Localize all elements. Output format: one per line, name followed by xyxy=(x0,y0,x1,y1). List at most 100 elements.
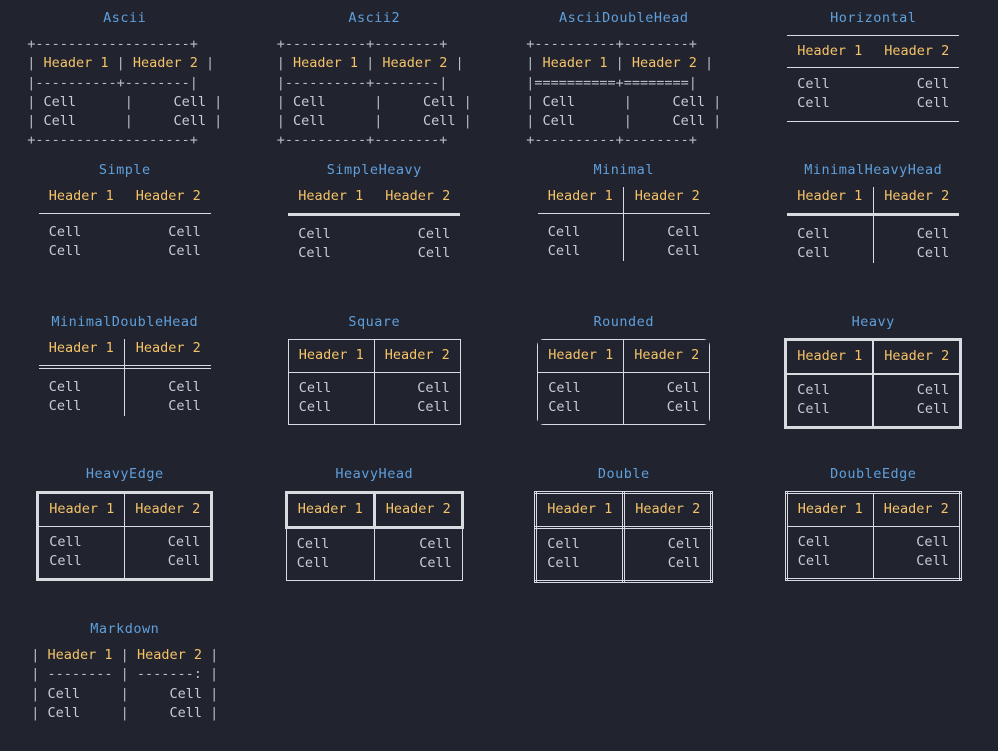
table-wrapper: +-------------------+ | Header 1 | Heade… xyxy=(0,35,250,151)
ascii-segment: Cell xyxy=(43,113,117,130)
column-header-2: Header 2 xyxy=(623,339,711,373)
ascii-segment: | xyxy=(27,113,44,130)
table-wrapper: +----------+--------+ | Header 1 | Heade… xyxy=(250,35,500,151)
ascii-segment: | xyxy=(197,55,215,72)
column-header-1: Header 1 xyxy=(534,491,626,529)
ascii-segment: | xyxy=(696,55,714,72)
ascii-segment: | xyxy=(276,55,293,72)
ascii-segment: Cell xyxy=(47,704,113,721)
column-header-2-label: Header 2 xyxy=(884,188,950,204)
ascii-segment: Cell xyxy=(640,93,706,110)
body-cell-2-label: Cell xyxy=(168,379,201,395)
ascii-segment: | xyxy=(206,113,223,130)
body-cell-2-label: Cell xyxy=(916,226,950,242)
cell-label: Cell xyxy=(296,536,330,552)
column-header-1: Header 1 xyxy=(787,187,874,216)
body-cell-2: Cell xyxy=(873,244,959,263)
body-cell-2: Cell xyxy=(374,244,460,263)
column-header-2-label: Header 2 xyxy=(635,501,701,517)
ascii-segment: |==========+========| xyxy=(526,74,697,91)
ascii-segment: Cell xyxy=(47,685,113,702)
ascii-segment: |----------+--------| xyxy=(276,74,448,91)
column-header-1: Header 1 xyxy=(537,339,625,373)
body-cell-2-label: Cell xyxy=(916,245,950,261)
body-cell-2-label: Cell xyxy=(168,398,201,414)
ascii-segment: | xyxy=(276,93,293,110)
cell-label: Cell xyxy=(417,380,450,396)
ascii-segment: | xyxy=(206,93,223,110)
column-header-1: Header 1 xyxy=(288,187,375,216)
ascii-segment: | xyxy=(31,704,48,721)
column-header-1: Header 1 xyxy=(287,339,375,373)
style-title: MinimalDoubleHead xyxy=(51,314,199,330)
ascii-segment: | xyxy=(31,647,48,663)
column-header-2-label: Header 2 xyxy=(135,340,201,356)
body-cell-1-label: Cell xyxy=(298,226,331,242)
cell-label: Cell xyxy=(547,536,580,552)
column-header-2: Header 2 xyxy=(873,187,960,216)
column-header-1-label: Header 1 xyxy=(49,501,115,517)
ascii-segment: Header 1 xyxy=(47,647,113,663)
body-cell-2-label: Cell xyxy=(667,243,700,259)
body-cell-1-label: Cell xyxy=(48,379,82,395)
style-card-ascii-double-head: AsciiDoubleHead+----------+--------+ | H… xyxy=(499,0,749,152)
column-header-1-label: Header 1 xyxy=(547,188,613,204)
column-header-2: Header 2 xyxy=(873,35,960,68)
table-header-row: Header 1 Header 2 xyxy=(787,35,960,68)
cell-label: Cell xyxy=(167,553,201,569)
ascii-segment: | xyxy=(201,685,219,702)
ascii-table-art: +----------+--------+ | Header 1 | Heade… xyxy=(526,35,721,151)
style-card-ascii: Ascii+-------------------+ | Header 1 | … xyxy=(0,0,250,152)
column-header-1-label: Header 1 xyxy=(547,501,613,517)
column-header-1: Header 1 xyxy=(284,491,376,529)
gap-cell xyxy=(38,365,126,369)
ascii-segment: Header 2 xyxy=(382,55,448,72)
ascii-segment: Cell xyxy=(542,113,616,130)
ascii-table-art: | Header 1 | Header 2 | | -------- | ---… xyxy=(31,646,218,723)
column-header-1-label: Header 1 xyxy=(797,501,863,517)
cell-label: Cell xyxy=(666,399,700,415)
column-header-1-label: Header 1 xyxy=(298,347,364,363)
cell-label: Cell xyxy=(548,380,581,396)
column-header-2: Header 2 xyxy=(124,492,213,527)
column-header-1-label: Header 1 xyxy=(797,188,863,204)
body-cell-1-label: Cell xyxy=(797,245,830,261)
ascii-segment: Cell xyxy=(141,93,207,110)
body-cell-1-label: Cell xyxy=(797,76,830,92)
column-header-2-label: Header 2 xyxy=(634,347,700,363)
column-header-1: Header 1 xyxy=(38,187,125,214)
column-header-1: Header 1 xyxy=(537,187,625,214)
ascii-segment: Cell xyxy=(141,113,207,130)
cell-label: Cell xyxy=(419,555,452,571)
ascii-segment: Header 2 xyxy=(136,647,202,663)
body-cell-1-label: Cell xyxy=(298,245,331,261)
cell-label: Cell xyxy=(49,553,82,569)
ascii-segment: | xyxy=(705,113,722,130)
body-cell-2-label: Cell xyxy=(916,95,950,111)
column-header-1-label: Header 1 xyxy=(797,43,863,59)
column-header-2-label: Header 2 xyxy=(385,501,451,517)
